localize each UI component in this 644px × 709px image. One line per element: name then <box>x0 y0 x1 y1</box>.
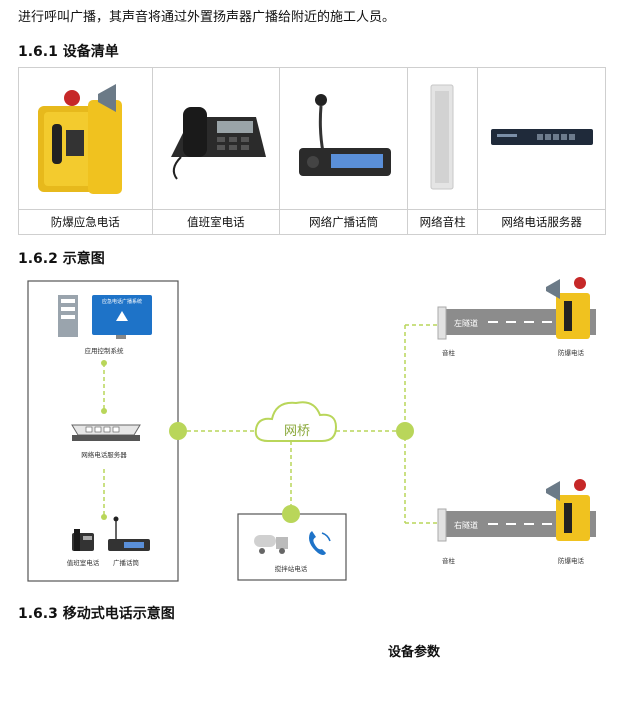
speaker-col-label: 音柱 <box>442 348 456 357</box>
explosion-phone-label-2: 防爆电话 <box>558 556 585 565</box>
equipment-cell <box>279 67 408 210</box>
equipment-label: 网络音柱 <box>406 209 479 235</box>
speaker-col-label-2: 音柱 <box>442 556 456 565</box>
mic-label: 广播话筒 <box>113 558 140 567</box>
microphone-icon <box>298 94 391 176</box>
left-tunnel <box>437 277 596 340</box>
screen-title: 应急电话广播系统 <box>102 298 142 305</box>
section-heading-equipment: 1.6.1 设备清单 <box>18 44 119 60</box>
section-heading-diagram: 1.6.2 示意图 <box>18 251 105 267</box>
tunnel-left-label: 左隧道 <box>454 318 478 328</box>
equipment-cell <box>18 67 153 210</box>
mic-icon <box>108 516 150 551</box>
section-heading-mobile-phone: 1.6.3 移动式电话示意图 <box>18 606 175 622</box>
equipment-label: 网络广播话筒 <box>279 209 408 235</box>
phone-call-icon <box>309 531 331 555</box>
bridge-label: 网桥 <box>284 424 310 439</box>
mixer-truck-icon <box>254 535 288 554</box>
equipment-table: 防爆应急电话 值班室电话 网络广播话筒 网络音柱 网络电话服务器 <box>18 67 606 235</box>
duty-phone-icon <box>72 529 94 551</box>
column-speaker-icon <box>430 84 454 190</box>
rack-server-icon <box>490 129 593 145</box>
explosion-proof-phone-icon <box>37 84 122 194</box>
desk-phone-icon <box>170 107 266 180</box>
mixing-station-label: 搅拌站电话 <box>275 564 308 573</box>
equipment-cell <box>151 67 281 210</box>
cloud-icon <box>254 401 338 442</box>
equipment-label: 网络电话服务器 <box>477 209 606 235</box>
server-icon <box>71 424 141 441</box>
system-diagram: 应急电话广播系统 应用控制系统 网络电话服务器 <box>18 273 618 588</box>
tunnel-right-label: 右隧道 <box>454 520 478 530</box>
right-tunnel <box>437 479 596 542</box>
equipment-cell <box>406 67 479 210</box>
equipment-label: 防爆应急电话 <box>18 209 153 235</box>
explosion-phone-label: 防爆电话 <box>558 348 585 357</box>
control-system-icon <box>58 295 152 339</box>
param-title: 设备参数 <box>388 645 441 660</box>
equipment-label: 值班室电话 <box>151 209 281 235</box>
intro-text: 进行呼叫广播，其声音将通过外置扬声器广播给附近的施工人员。 <box>18 10 396 25</box>
control-system-label: 应用控制系统 <box>85 346 125 355</box>
duty-phone-label: 值班室电话 <box>67 558 100 567</box>
equipment-cell <box>477 67 606 210</box>
server-label: 网络电话服务器 <box>81 450 127 459</box>
